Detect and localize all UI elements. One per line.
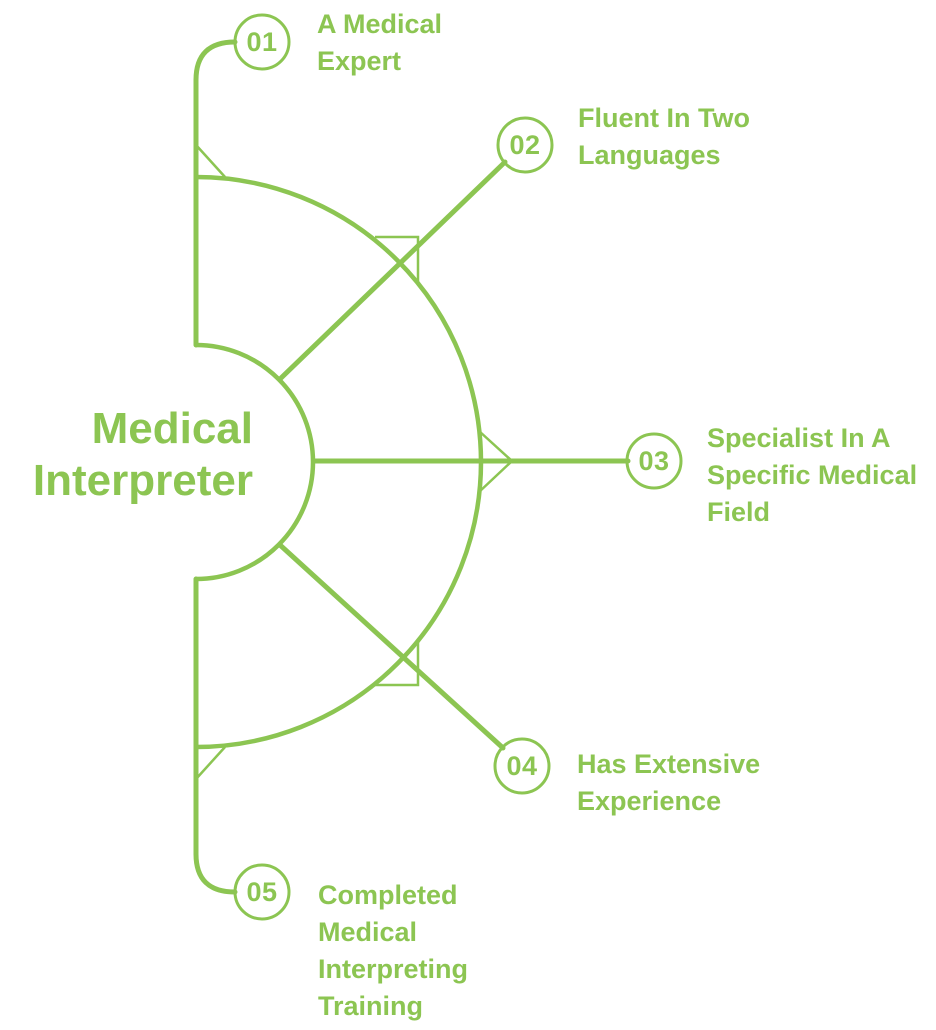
item-03-label: Specialist In A Specific Medical Field	[707, 423, 918, 527]
item-04-label: Has Extensive Experience	[577, 749, 761, 816]
ring-04	[493, 737, 551, 795]
connector-line-02	[277, 159, 508, 382]
item-04-badge: 04	[506, 750, 538, 781]
ring-02	[496, 116, 554, 174]
item-05-label: Completed Medical Interpreting Training	[318, 880, 469, 1021]
arrowhead-05-icon	[195, 746, 226, 780]
item-01-badge: 01	[246, 26, 278, 57]
ring-01	[233, 13, 291, 71]
page-title: Medical Interpreter	[32, 404, 253, 505]
arrowhead-02-icon	[375, 235, 420, 282]
item-01-label: A Medical Expert	[317, 9, 443, 76]
connector-curve-01	[193, 39, 238, 83]
connector-line-04	[277, 542, 506, 751]
item-02-label: Fluent In Two Languages	[578, 103, 750, 170]
arrowhead-03-icon	[478, 430, 514, 493]
connector-curve-05	[193, 851, 238, 895]
arrowhead-01-icon	[195, 144, 226, 178]
item-03-badge: 03	[638, 445, 670, 476]
ring-05	[233, 863, 291, 921]
item-02-badge: 02	[509, 129, 541, 160]
arrowhead-04-icon	[375, 641, 420, 687]
item-05-badge: 05	[246, 876, 278, 907]
ring-03	[625, 432, 683, 490]
